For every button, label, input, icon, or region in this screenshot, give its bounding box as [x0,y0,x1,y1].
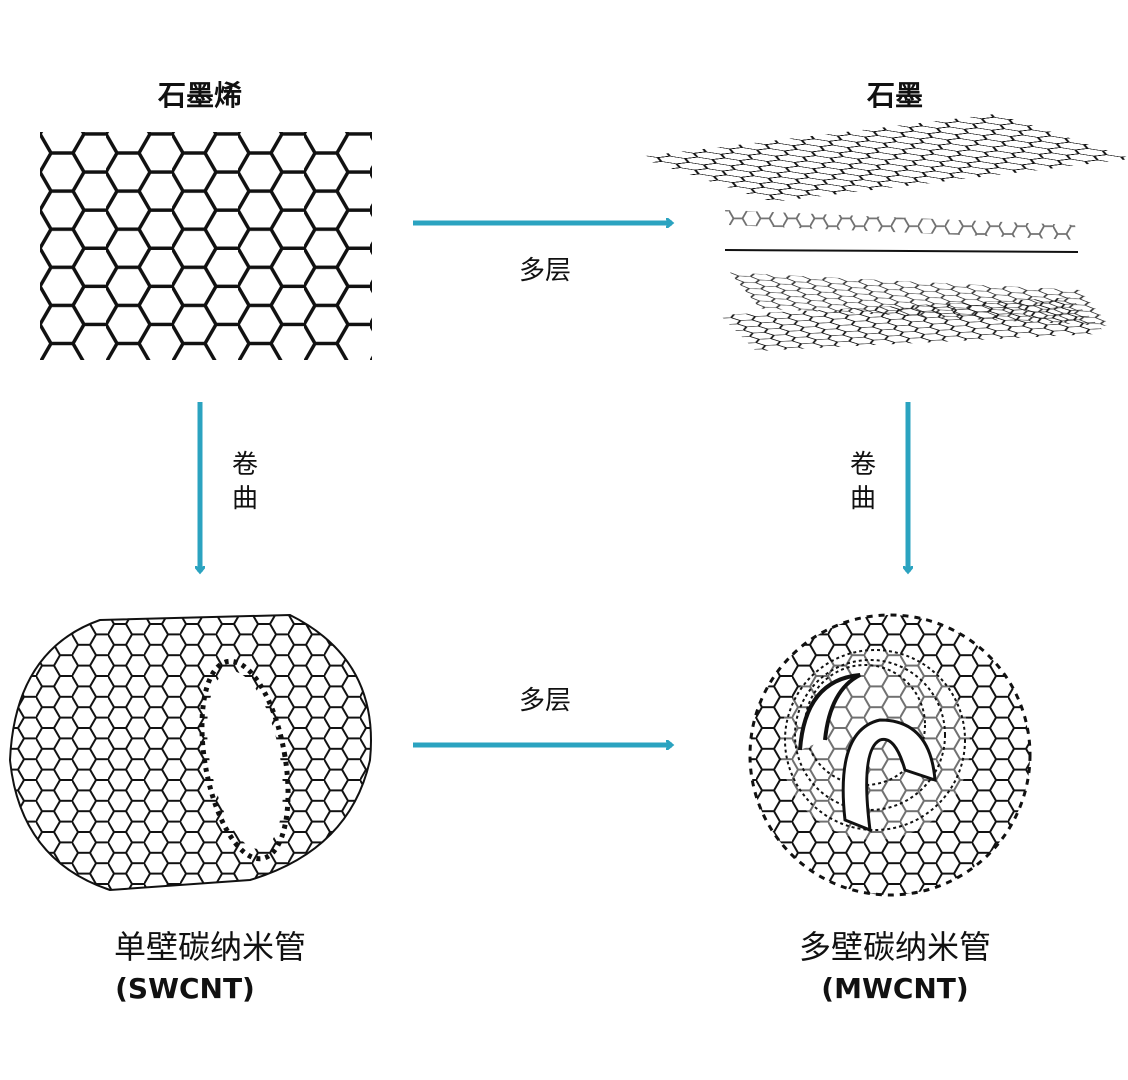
edge-label-roll-left: 卷曲 [231,450,258,514]
edge-label-roll-right: 卷曲 [849,450,876,514]
graphene-title: 石墨烯 [157,79,242,112]
graphite-title: 石墨 [866,79,923,112]
swcnt-abbr: (SWCNT) [115,972,255,1005]
mwcnt-abbr: (MWCNT) [821,972,969,1005]
swcnt-name: 单壁碳纳米管 [113,928,306,966]
swcnt-tube [8,613,372,892]
edge-label-multilayer-top: 多层 [518,256,571,286]
mwcnt-tube [748,613,1032,897]
graphite-layers [636,113,1128,352]
edge-label-multilayer-bottom: 多层 [518,686,571,716]
mwcnt-name: 多壁碳纳米管 [798,928,991,966]
graphene-sheet [40,132,372,360]
